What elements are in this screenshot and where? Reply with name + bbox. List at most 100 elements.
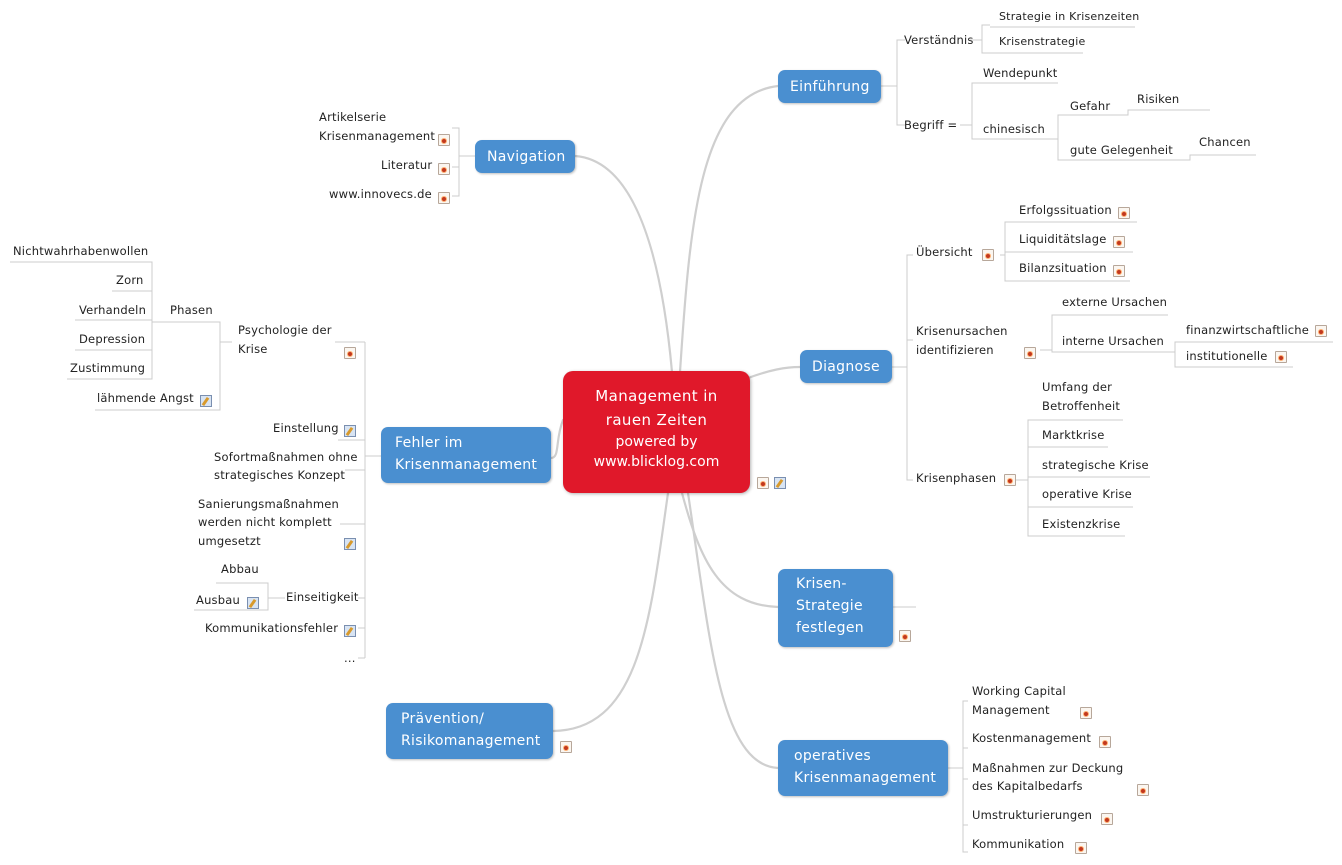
- subtopic-uebersicht[interactable]: Übersicht: [916, 245, 973, 259]
- subtopic-bilanzsituation[interactable]: Bilanzsituation: [1019, 261, 1107, 275]
- attachment-icon[interactable]: [247, 597, 259, 609]
- subtopic-working-capital-line1[interactable]: Working Capital: [972, 684, 1066, 698]
- note-icon[interactable]: [344, 347, 356, 359]
- subtopic-kommunikation[interactable]: Kommunikation: [972, 837, 1065, 851]
- subtopic-marktkrise[interactable]: Marktkrise: [1042, 428, 1105, 442]
- subtopic-strategische-krise[interactable]: strategische Krise: [1042, 458, 1149, 472]
- subtopic-strategie-krisenzeiten[interactable]: Strategie in Krisenzeiten: [999, 10, 1140, 23]
- subtopic-website[interactable]: www.innovecs.de: [329, 187, 432, 201]
- note-icon[interactable]: [438, 192, 450, 204]
- subtopic-gefahr[interactable]: Gefahr: [1070, 99, 1111, 113]
- subtopic-institutionelle[interactable]: institutionelle: [1186, 349, 1268, 363]
- subtopic-verhandeln[interactable]: Verhandeln: [79, 303, 147, 317]
- attachment-icon[interactable]: [344, 625, 356, 637]
- note-icon[interactable]: [757, 477, 769, 489]
- note-icon[interactable]: [438, 134, 450, 146]
- note-icon[interactable]: [1101, 813, 1113, 825]
- connector-operatives: [686, 491, 780, 770]
- note-icon[interactable]: [1080, 707, 1092, 719]
- attachment-icon[interactable]: [774, 477, 786, 489]
- subtopic-existenzkrise[interactable]: Existenzkrise: [1042, 517, 1121, 531]
- subtopic-zustimmung[interactable]: Zustimmung: [70, 361, 146, 375]
- subtopic-phasen[interactable]: Phasen: [170, 303, 213, 317]
- subtopic-massnahmen-line2[interactable]: des Kapitalbedarfs: [972, 779, 1083, 793]
- subtopic-sanierung-line3[interactable]: umgesetzt: [198, 534, 261, 548]
- subtopic-interne-ursachen[interactable]: interne Ursachen: [1062, 334, 1164, 348]
- note-icon[interactable]: [1113, 236, 1125, 248]
- subtopic-krisenstrategie[interactable]: Krisenstrategie: [999, 35, 1086, 48]
- subtopic-krisenursachen-line1[interactable]: Krisenursachen: [916, 324, 1008, 338]
- subtopic-gute-gelegenheit[interactable]: gute Gelegenheit: [1070, 143, 1174, 157]
- note-icon[interactable]: [560, 741, 572, 753]
- topic-navigation[interactable]: Navigation: [475, 140, 575, 173]
- topic-operatives-krisenmanagement[interactable]: operatives Krisenmanagement: [778, 740, 948, 796]
- subtopic-working-capital-line2[interactable]: Management: [972, 703, 1050, 717]
- topic-fehler-im-krisenmanagement[interactable]: Fehler im Krisenmanagement: [381, 427, 551, 483]
- subtopic-artikelserie-line2[interactable]: Krisenmanagement: [319, 129, 436, 143]
- subtopic-chinesisch[interactable]: chinesisch: [983, 122, 1045, 136]
- note-icon[interactable]: [438, 163, 450, 175]
- subtopic-krisenursachen-line2[interactable]: identifizieren: [916, 343, 994, 357]
- subtopic-psychologie-line2[interactable]: Krise: [238, 342, 268, 356]
- subtopic-zorn[interactable]: Zorn: [116, 273, 144, 287]
- topic-einfuehrung[interactable]: Einführung: [778, 70, 881, 103]
- subtopic-depression[interactable]: Depression: [79, 332, 146, 346]
- note-icon[interactable]: [1113, 265, 1125, 277]
- attachment-icon[interactable]: [344, 425, 356, 437]
- topic-krisenstrategie-label-line3: festlegen: [796, 620, 864, 636]
- note-icon[interactable]: [1275, 351, 1287, 363]
- subtopic-kommunikationsfehler[interactable]: Kommunikationsfehler: [205, 621, 339, 635]
- topic-diagnose[interactable]: Diagnose: [800, 350, 892, 383]
- subtopic-ausbau[interactable]: Ausbau: [196, 593, 240, 607]
- subtopic-umstrukturierungen[interactable]: Umstrukturierungen: [972, 808, 1093, 822]
- topic-fehler-label-line1: Fehler im: [395, 435, 463, 451]
- subtopic-einseitigkeit[interactable]: Einseitigkeit: [286, 590, 359, 604]
- subtopic-umfang-line2[interactable]: Betroffenheit: [1042, 399, 1121, 413]
- attachment-icon[interactable]: [344, 538, 356, 550]
- subtopic-massnahmen-line1[interactable]: Maßnahmen zur Deckung: [972, 761, 1124, 775]
- subtopic-kostenmanagement[interactable]: Kostenmanagement: [972, 731, 1092, 745]
- subtopic-risiken[interactable]: Risiken: [1137, 92, 1180, 106]
- subtopic-laehmende-angst[interactable]: lähmende Angst: [97, 391, 194, 405]
- note-icon[interactable]: [899, 630, 911, 642]
- central-topic[interactable]: Management in rauen Zeiten powered by ww…: [563, 371, 750, 493]
- subtopic-ellipsis[interactable]: ...: [344, 651, 356, 665]
- topic-praevention-label-line1: Prävention/: [401, 711, 485, 727]
- subtopic-operative-krise[interactable]: operative Krise: [1042, 487, 1132, 501]
- subtopic-wendepunkt[interactable]: Wendepunkt: [983, 66, 1058, 80]
- subtopic-sanierung-line1[interactable]: Sanierungsmaßnahmen: [198, 497, 339, 511]
- subtopic-erfolgssituation[interactable]: Erfolgssituation: [1019, 203, 1112, 217]
- note-icon[interactable]: [1099, 736, 1111, 748]
- subtopic-sanierung-line2[interactable]: werden nicht komplett: [198, 515, 332, 529]
- note-icon[interactable]: [1315, 325, 1327, 337]
- subtopic-verstaendnis[interactable]: Verständnis: [904, 33, 974, 47]
- note-icon[interactable]: [982, 249, 994, 261]
- subtopic-nichtwahrhabenwollen[interactable]: Nichtwahrhabenwollen: [13, 244, 149, 258]
- topic-praevention-risikomanagement[interactable]: Prävention/ Risikomanagement: [386, 703, 553, 759]
- attachment-icon[interactable]: [200, 395, 212, 407]
- subtopic-einstellung[interactable]: Einstellung: [273, 421, 339, 435]
- connector-diagnose: [746, 365, 802, 380]
- note-icon[interactable]: [1004, 474, 1016, 486]
- subtopic-chancen[interactable]: Chancen: [1199, 135, 1251, 149]
- topic-navigation-label: Navigation: [487, 149, 566, 165]
- subtopic-abbau[interactable]: Abbau: [221, 562, 259, 576]
- subtopic-externe-ursachen[interactable]: externe Ursachen: [1062, 295, 1168, 309]
- subtopic-finanzwirtschaftliche[interactable]: finanzwirtschaftliche: [1186, 323, 1310, 337]
- note-icon[interactable]: [1024, 347, 1036, 359]
- subtopic-umfang-line1[interactable]: Umfang der: [1042, 380, 1113, 394]
- topic-krisen-strategie-festlegen[interactable]: Krisen- Strategie festlegen: [778, 569, 893, 647]
- subtopic-krisenphasen[interactable]: Krisenphasen: [916, 471, 997, 485]
- subtopic-sofort-line1[interactable]: Sofortmaßnahmen ohne: [214, 450, 358, 464]
- subtopic-literatur[interactable]: Literatur: [381, 158, 433, 172]
- subtopic-artikelserie-line1[interactable]: Artikelserie: [319, 110, 387, 124]
- subtopic-liquiditaetslage[interactable]: Liquiditätslage: [1019, 232, 1107, 246]
- subtopic-begriff[interactable]: Begriff =: [904, 118, 958, 132]
- note-icon[interactable]: [1075, 842, 1087, 854]
- connector-krisenstrategie: [680, 491, 780, 609]
- topic-praevention-label-line2: Risikomanagement: [401, 733, 541, 749]
- note-icon[interactable]: [1118, 207, 1130, 219]
- subtopic-sofort-line2[interactable]: strategisches Konzept: [214, 468, 346, 482]
- subtopic-psychologie-line1[interactable]: Psychologie der: [238, 323, 332, 337]
- note-icon[interactable]: [1137, 784, 1149, 796]
